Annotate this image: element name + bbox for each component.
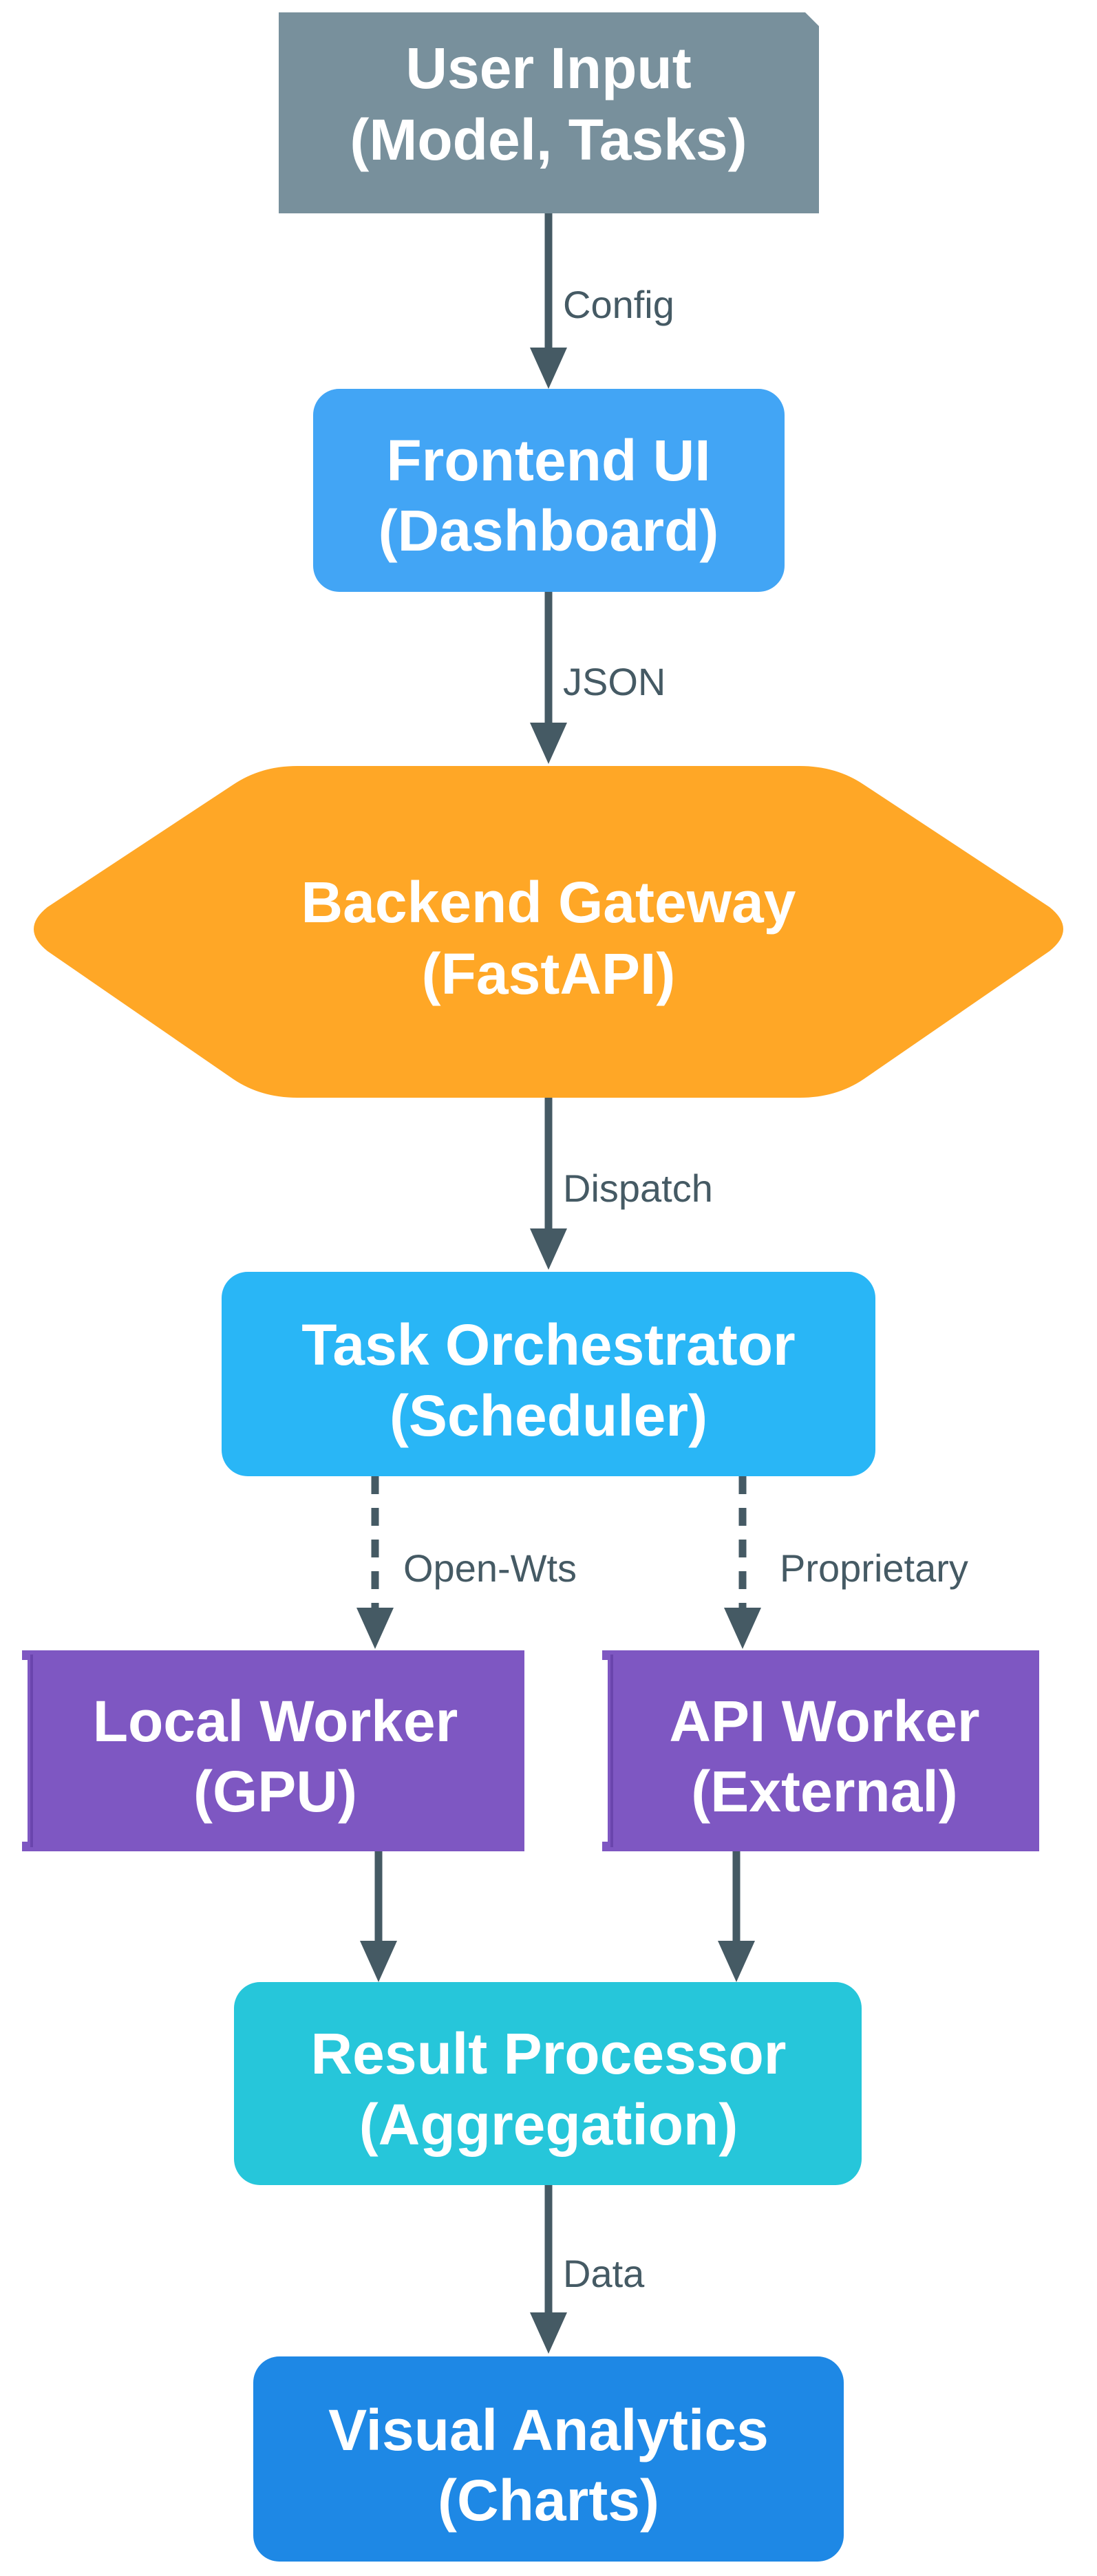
node-frontend-title: Frontend UI — [386, 428, 710, 493]
node-user-input: User Input (Model, Tasks) — [279, 12, 819, 213]
node-local-worker-subtitle: (GPU) — [193, 1759, 357, 1824]
node-gateway-subtitle: (FastAPI) — [422, 941, 676, 1006]
edge-orchestrator-to-api-worker: Proprietary — [724, 1476, 968, 1649]
node-visual-analytics: Visual Analytics (Charts) — [253, 2356, 844, 2562]
node-frontend-subtitle: (Dashboard) — [379, 498, 719, 563]
node-analytics-subtitle: (Charts) — [438, 2468, 659, 2533]
edge-frontend-to-gateway: JSON — [530, 592, 665, 764]
node-orchestrator-title: Task Orchestrator — [301, 1312, 795, 1377]
edge-label-proprietary: Proprietary — [780, 1546, 968, 1590]
node-gateway-title: Backend Gateway — [301, 870, 796, 935]
node-processor-subtitle: (Aggregation) — [359, 2092, 738, 2157]
node-api-worker: API Worker (External) — [602, 1650, 1039, 1851]
edge-label-data: Data — [563, 2252, 645, 2295]
node-local-worker-title: Local Worker — [93, 1689, 458, 1754]
node-api-worker-title: API Worker — [669, 1689, 979, 1754]
node-processor-title: Result Processor — [311, 2021, 787, 2086]
node-result-processor: Result Processor (Aggregation) — [234, 1982, 862, 2185]
edge-gateway-to-orchestrator: Dispatch — [530, 1098, 713, 1270]
edge-label-json: JSON — [563, 660, 665, 703]
node-api-worker-subtitle: (External) — [691, 1759, 957, 1824]
node-user-input-subtitle: (Model, Tasks) — [350, 107, 747, 172]
edge-label-dispatch: Dispatch — [563, 1167, 713, 1210]
node-task-orchestrator: Task Orchestrator (Scheduler) — [222, 1272, 875, 1476]
edge-processor-to-analytics: Data — [530, 2185, 645, 2354]
node-orchestrator-subtitle: (Scheduler) — [390, 1383, 707, 1448]
node-backend-gateway: Backend Gateway (FastAPI) — [34, 766, 1063, 1098]
node-local-worker: Local Worker (GPU) — [22, 1650, 524, 1851]
node-analytics-title: Visual Analytics — [328, 2398, 769, 2462]
edge-label-open-weights: Open-Wts — [403, 1546, 577, 1590]
node-frontend-ui: Frontend UI (Dashboard) — [313, 389, 785, 592]
edge-label-config: Config — [563, 283, 674, 326]
edge-orchestrator-to-local-worker: Open-Wts — [356, 1476, 577, 1649]
node-user-input-title: User Input — [405, 36, 691, 100]
edge-input-to-frontend: Config — [530, 213, 674, 389]
edge-api-worker-to-processor — [718, 1851, 755, 1982]
edge-local-worker-to-processor — [360, 1851, 397, 1982]
